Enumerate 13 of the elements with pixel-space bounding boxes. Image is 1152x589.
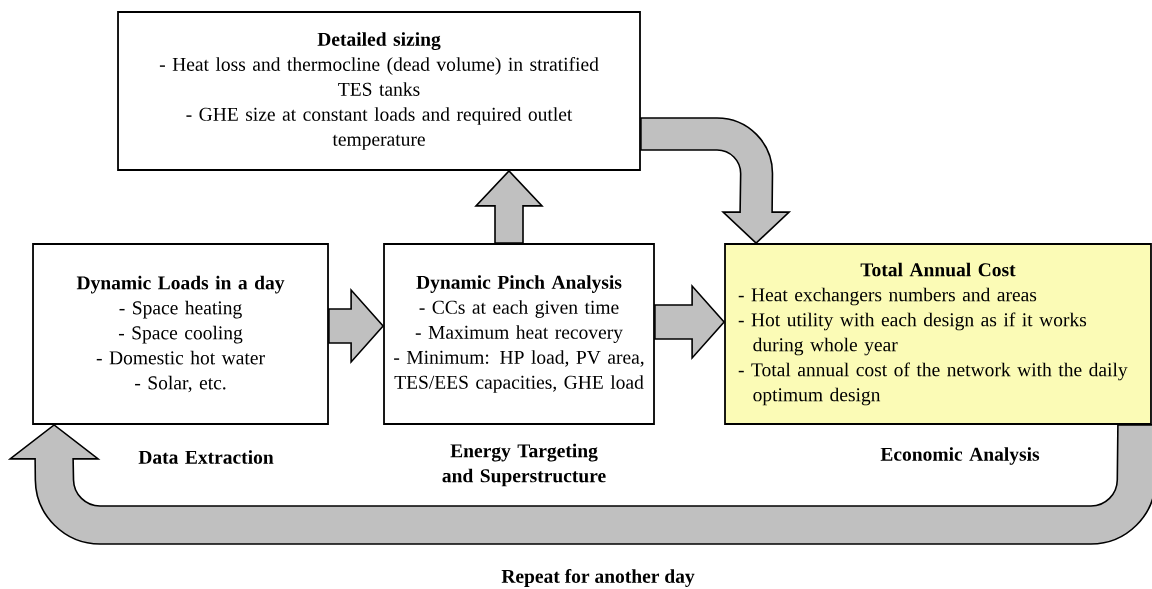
stage-label: Energy Targeting and Superstructure [442,443,606,487]
block-arrow [328,287,385,365]
block-arrow [640,117,790,244]
edge-label: Repeat for another day [501,569,695,587]
block-arrow [654,283,726,361]
stage-label: Economic Analysis [880,447,1040,465]
stage-label: Data Extraction [138,450,274,464]
process-box: Total Annual Cost - Heat exchangers numbers and areas - Hot utility with each design as if it works during whole year - Total annual cost of the network with the daily optimum design [724,243,1152,425]
block-arrow [474,169,544,244]
process-box: Dynamic Loads in a day - Space heating - Space cooling - Domestic hot water - Solar, etc. [32,243,329,425]
block-arrow [9,424,1152,545]
process-box: Dynamic Pinch Analysis - CCs at each given time - Maximum heat recovery - Minimum: HP load, PV area, TES/EES capacities, GHE load [383,243,655,425]
process-box: Detailed sizing - Heat loss and thermocline (dead volume) in stratified TES tanks - GHE size at constant loads and required outlet temperature [117,11,641,171]
